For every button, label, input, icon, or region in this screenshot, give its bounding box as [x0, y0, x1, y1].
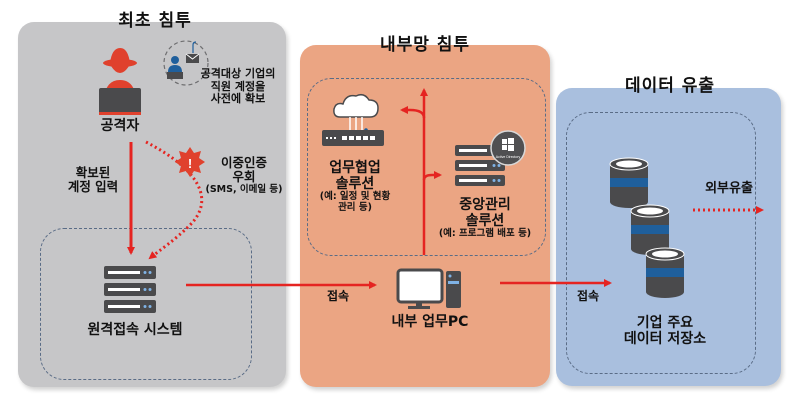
remote-system-group [40, 228, 252, 380]
external-leak-label: 외부유출 [705, 181, 753, 196]
mfa-bypass-label: 이중인증 우회 (SMS, 이메일 등) [205, 155, 283, 195]
desktop-pc-icon [396, 268, 461, 309]
account-input-label: 확보된 계정 입력 [67, 165, 119, 195]
central-mgmt-label: 중앙관리 솔루션 (예: 프로그램 배포 등) [438, 197, 532, 240]
server-stack-icon [104, 266, 156, 313]
phishing-icon [163, 40, 209, 86]
access-label-storage: 접속 [576, 289, 600, 303]
internal-solutions-group [307, 78, 546, 256]
warning-burst-icon: ! [175, 147, 205, 177]
stage-exfil-title: 데이터 유출 [624, 76, 716, 96]
svg-text:!: ! [188, 156, 192, 171]
lateral-arrow-collab [400, 106, 426, 119]
collab-solution-label: 업무협업 솔루션 (예: 일정 및 현황 관리 등) [319, 160, 391, 214]
remote-system-label: 원격접속 시스템 [87, 322, 183, 338]
hacker-icon [99, 48, 141, 115]
active-directory-badge-icon: Active Directory [490, 130, 526, 166]
phishing-note: 공격대상 기업의 직원 계정을 사전에 확보 [200, 67, 276, 106]
svg-text:Active Directory: Active Directory [496, 155, 521, 159]
stage-initial-title: 최초 침투 [118, 11, 192, 31]
stage-initial-panel [18, 22, 286, 387]
internal-pc-label: 내부 업무PC [391, 314, 469, 330]
cloud-network-icon [322, 93, 384, 146]
storage-label: 기업 주요 데이터 저장소 [623, 315, 707, 348]
database-icon [609, 157, 685, 298]
access-label-pc: 접속 [326, 289, 350, 303]
storage-group [566, 112, 756, 374]
attacker-label: 공격자 [100, 118, 140, 134]
lateral-arrow-central [422, 171, 442, 181]
stage-internal-title: 내부망 침투 [379, 35, 471, 55]
